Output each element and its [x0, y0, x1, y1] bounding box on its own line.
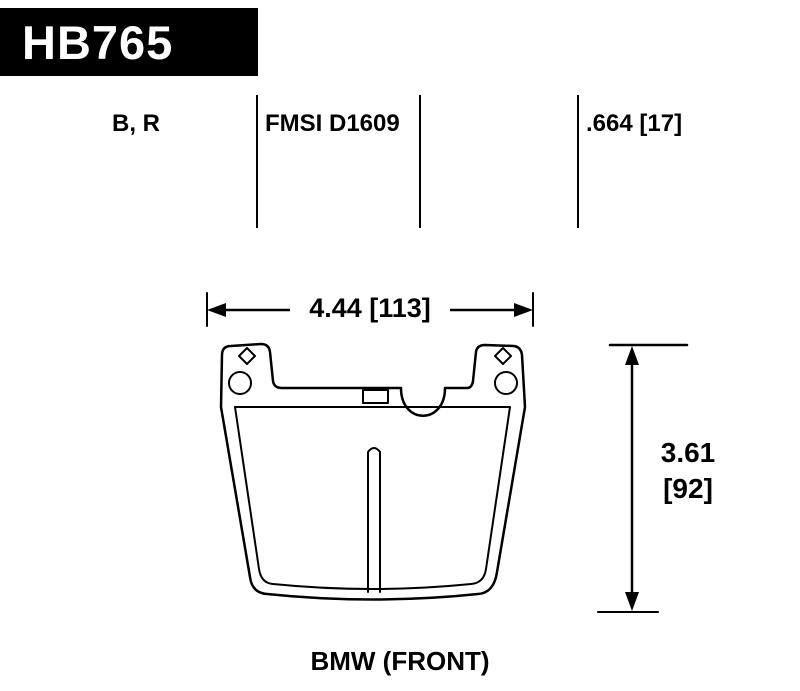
pad-thickness: .664 [17]: [586, 110, 683, 137]
fmsi-number: FMSI D1609: [265, 110, 400, 137]
brake-pad-technical-drawing: [206, 292, 689, 613]
width-arrow-left: [207, 303, 226, 317]
compound-codes: B, R: [112, 110, 160, 137]
pad-friction-outline: [234, 406, 511, 590]
vehicle-application: BMW (FRONT): [310, 646, 490, 676]
right-ear-pin-hole: [494, 371, 518, 395]
left-ear-pin-hole: [228, 371, 252, 395]
left-ear-square-hole: [238, 347, 256, 365]
part-number-box: HB765: [0, 8, 258, 76]
width-dimension-label: 4.44 [113]: [290, 293, 450, 324]
height-dimension-label-inches: 3.61: [648, 437, 728, 469]
height-arrow-bottom: [625, 592, 639, 611]
center-slot: [367, 447, 381, 593]
height-arrow-top: [625, 346, 639, 365]
height-dimension-label-mm: [92]: [648, 473, 728, 505]
width-dimension: [206, 292, 534, 327]
spec-divider-1: [256, 95, 258, 228]
width-arrow-right: [514, 303, 533, 317]
spec-divider-2: [419, 95, 421, 228]
pad-outer-outline: [219, 342, 527, 601]
right-ear-square-hole: [494, 347, 512, 365]
height-dimension: [597, 343, 689, 613]
part-number: HB765: [22, 15, 174, 69]
spec-divider-3: [577, 95, 579, 228]
center-sensor-hole: [362, 389, 389, 404]
